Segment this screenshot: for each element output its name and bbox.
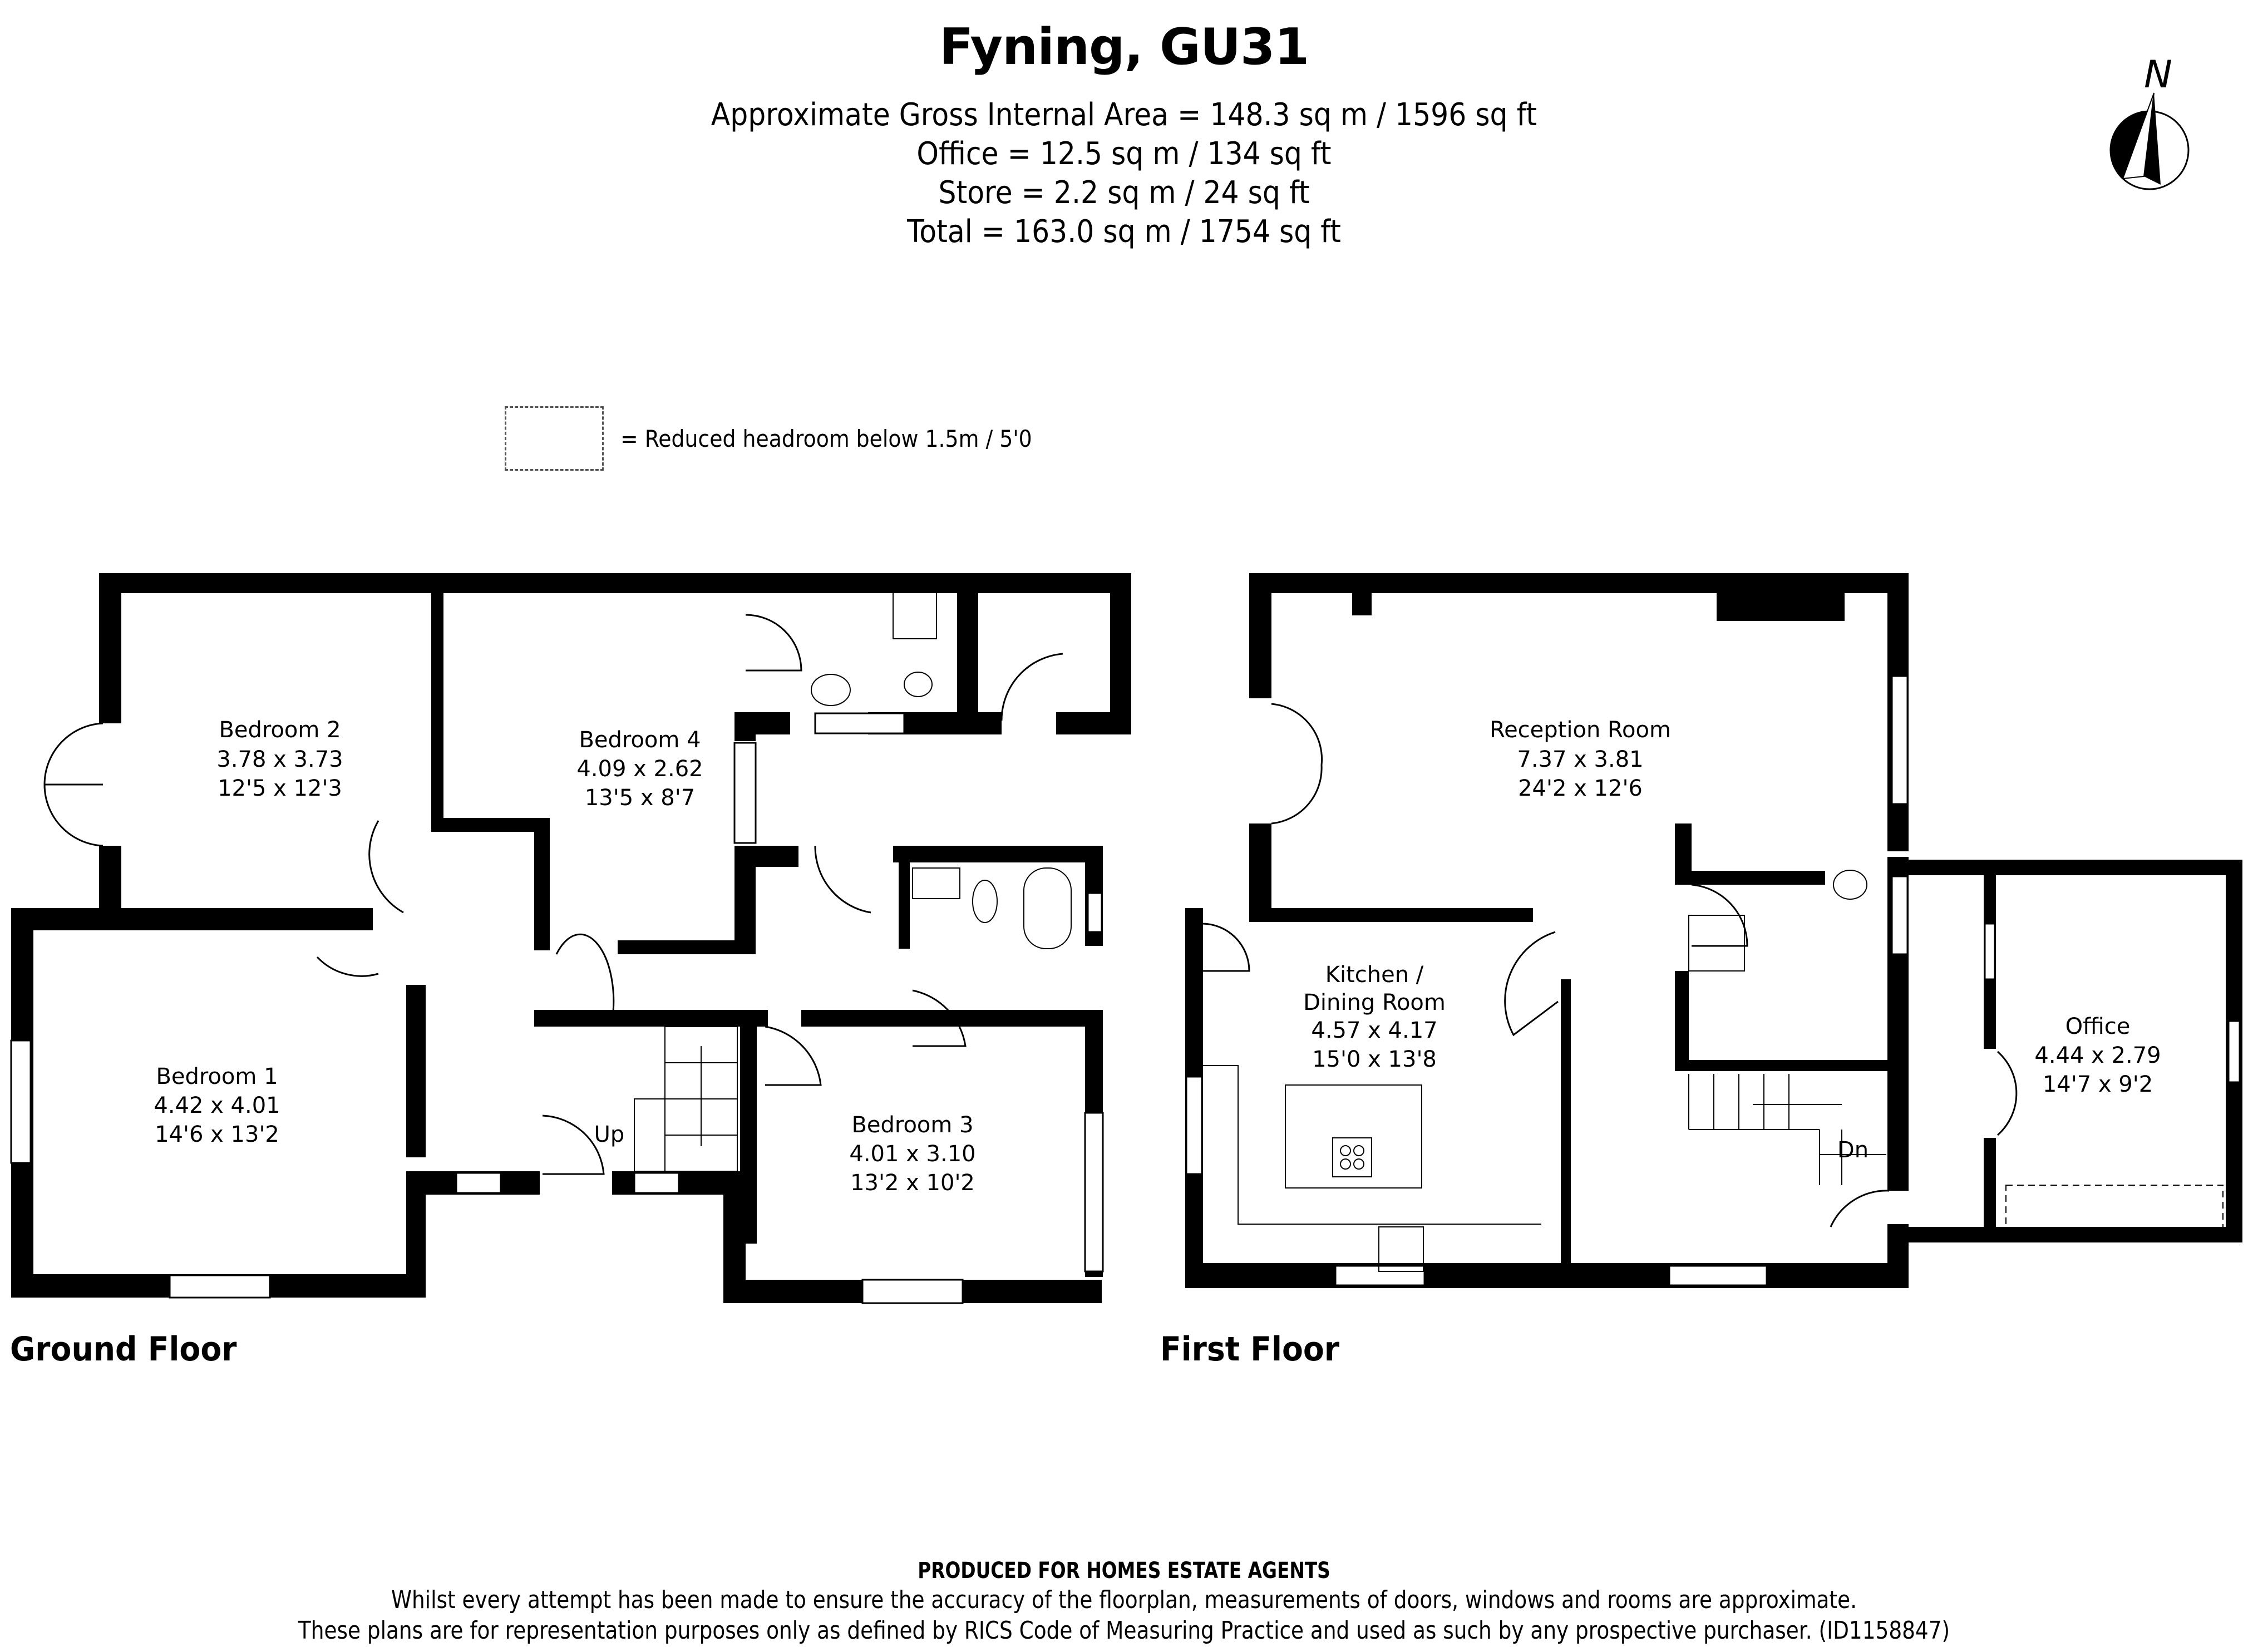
disclaimer-line-1: Whilst every attempt has been made to en… <box>391 1586 1857 1614</box>
legend-text: = Reduced headroom below 1.5m / 5'0 <box>620 425 1032 452</box>
page-title: Fyning, GU31 <box>939 18 1309 76</box>
north-arrow-icon: N <box>2109 53 2190 190</box>
room-name: Office <box>2065 1014 2131 1039</box>
room-imperial: 12'5 x 12'3 <box>218 776 342 801</box>
total-area-line: Total = 163.0 sq m / 1754 sq ft <box>907 214 1341 250</box>
room-metric: 7.37 x 3.81 <box>1517 747 1643 772</box>
producer-line: PRODUCED FOR HOMES ESTATE AGENTS <box>918 1558 1330 1584</box>
room-imperial: 14'6 x 13'2 <box>155 1122 279 1147</box>
room-imperial: 24'2 x 12'6 <box>1518 776 1643 801</box>
room-metric: 4.44 x 2.79 <box>2034 1043 2161 1068</box>
gross-area-line: Approximate Gross Internal Area = 148.3 … <box>711 97 1537 133</box>
office-area-line: Office = 12.5 sq m / 134 sq ft <box>916 136 1332 172</box>
room-metric: 4.42 x 4.01 <box>154 1093 280 1118</box>
dashed-box-icon <box>505 406 604 471</box>
room-name: Bedroom 1 <box>156 1064 278 1089</box>
room-imperial: 13'2 x 10'2 <box>850 1170 975 1196</box>
ground-floor-label: Ground Floor <box>10 1330 237 1369</box>
room-imperial: 15'0 x 13'8 <box>1312 1047 1437 1072</box>
stairs-up-label: Up <box>594 1122 625 1147</box>
room-metric: 4.57 x 4.17 <box>1311 1018 1437 1043</box>
legend: = Reduced headroom below 1.5m / 5'0 <box>505 406 1078 471</box>
room-name: Bedroom 3 <box>851 1112 973 1138</box>
room-metric: 4.01 x 3.10 <box>849 1141 975 1167</box>
area-summary: Approximate Gross Internal Area = 148.3 … <box>0 96 2248 252</box>
compass-label: N <box>2144 53 2172 97</box>
room-metric: 3.78 x 3.73 <box>216 747 343 772</box>
room-labels: Bedroom 2 3.78 x 3.73 12'5 x 12'3 Bedroo… <box>154 717 2161 1196</box>
stairs-down-label: Dn <box>1837 1137 1869 1163</box>
room-name-line2: Dining Room <box>1303 990 1446 1015</box>
first-floor-label: First Floor <box>1160 1330 1340 1369</box>
room-name: Bedroom 4 <box>579 727 701 753</box>
room-imperial: 13'5 x 8'7 <box>585 785 695 811</box>
room-name: Reception Room <box>1490 717 1671 743</box>
first-floor-plan <box>1185 573 2242 1288</box>
room-name: Bedroom 2 <box>219 717 341 743</box>
room-imperial: 14'7 x 9'2 <box>2043 1072 2153 1097</box>
disclaimer-line-2: These plans are for representation purpo… <box>298 1616 1950 1645</box>
room-name: Kitchen / <box>1325 962 1424 988</box>
room-metric: 4.09 x 2.62 <box>576 756 703 782</box>
store-area-line: Store = 2.2 sq m / 24 sq ft <box>938 175 1310 211</box>
ground-floor-plan <box>10 573 1131 1304</box>
